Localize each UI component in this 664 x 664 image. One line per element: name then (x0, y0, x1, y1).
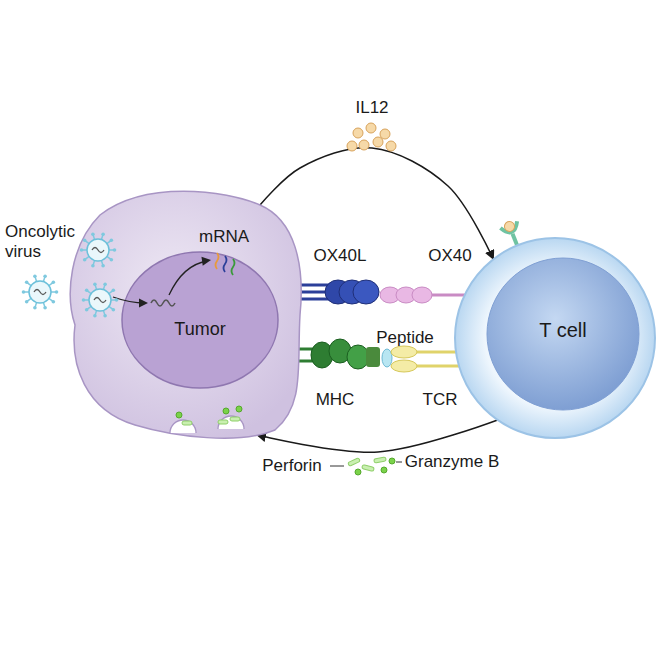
connector-arrow (260, 148, 493, 259)
peptide-label: Peptide (376, 328, 434, 348)
perforin-granules (348, 457, 387, 471)
transcription-arrow (169, 261, 207, 295)
granule-vesicles (170, 406, 244, 433)
t-cell-nucleus (487, 258, 639, 410)
tumor-membrane (70, 191, 301, 438)
t-cell-membrane (455, 238, 655, 438)
mhc-label: MHC (316, 390, 355, 410)
virus-particle (82, 283, 119, 318)
virus-particle (80, 233, 117, 268)
virus-label: Oncolytic virus (5, 222, 97, 263)
node-title: Tumor (174, 320, 225, 340)
t-cell: T cell (455, 238, 655, 438)
ox40-receptor (380, 287, 468, 303)
node-outline (55, 175, 305, 445)
ligand-label: OX40L (314, 246, 367, 266)
edge-label: IL12 (355, 98, 388, 118)
connector-arrow (257, 420, 498, 452)
mrna-strand (232, 259, 235, 275)
tumor-cell: Tumor (55, 175, 305, 445)
arrow-head (201, 256, 211, 266)
receptor-label: OX40 (428, 246, 471, 266)
tumor-nucleus (122, 252, 278, 388)
mrna-strand (224, 256, 227, 272)
tcr-receptor (391, 346, 460, 372)
mhc-molecule (296, 339, 380, 369)
viral-dna (151, 300, 175, 306)
tcr-label: TCR (423, 390, 458, 410)
perforin-label: Perforin (262, 456, 322, 476)
ox40l-ligand (296, 280, 379, 304)
granzyme-label: Granzyme B (405, 452, 499, 472)
mrna-strand (216, 253, 219, 269)
node-title: T cell (539, 319, 586, 341)
peptide-symbol (382, 349, 392, 367)
virus-particle (22, 275, 59, 310)
leader-line (396, 462, 402, 463)
leader-line (330, 466, 344, 467)
mrna-label: mRNA (199, 227, 249, 247)
il12-particles (347, 123, 396, 151)
granzyme-granules (355, 458, 395, 475)
arrow-head (139, 299, 148, 308)
